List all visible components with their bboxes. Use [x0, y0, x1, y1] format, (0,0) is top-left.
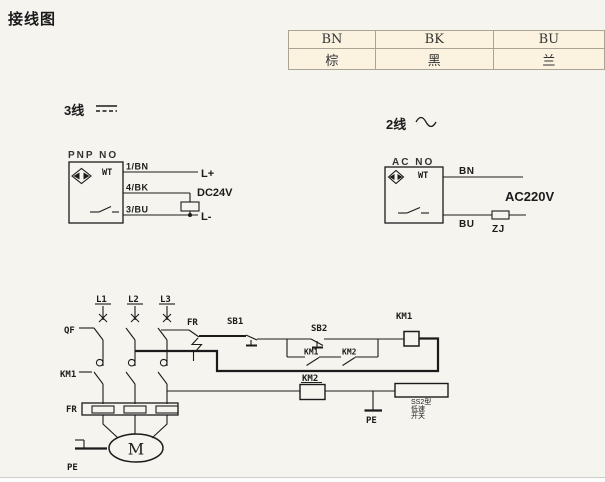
- bn-label: BN: [459, 166, 474, 177]
- km2-coil: [299, 383, 326, 401]
- km1-aux-label: KM1: [304, 348, 319, 357]
- dc24v-label: DC24V: [197, 187, 233, 199]
- pe-ground-left-icon: [75, 439, 107, 450]
- km2-aux-label: KM2: [342, 348, 357, 357]
- km1-aux-contact: [306, 357, 320, 366]
- speed-switch-label-2: 低速: [411, 404, 425, 413]
- l-plus-label: L+: [201, 168, 214, 180]
- fr-trip-contact-icon: [188, 329, 203, 361]
- three-wire-heading: 3线: [64, 103, 84, 118]
- brand-label-2wire: WT: [418, 171, 428, 181]
- motor-control-circuit: L1 L2 L3 QF KM1: [60, 295, 449, 473]
- pe-left-label: PE: [67, 463, 78, 473]
- sb2-start-button-icon: [310, 338, 324, 349]
- sb2-start-label: SB2: [311, 324, 327, 334]
- color-table-value-row: 棕 黑 兰: [288, 48, 605, 70]
- proximity-sensor-icon: [71, 167, 92, 185]
- output-contact-icon-3wire: [90, 206, 119, 213]
- sensor-body-3wire: [68, 161, 124, 224]
- two-wire-heading: 2线: [386, 117, 406, 132]
- color-name-blue: 兰: [492, 48, 605, 70]
- sb1-stop-label: SB1: [227, 317, 243, 327]
- ac220v-label: AC220V: [505, 189, 554, 204]
- sb1-stop-button-icon: [245, 334, 258, 347]
- page-title: 接线图: [8, 11, 57, 28]
- qf-breaker-label: QF: [64, 326, 75, 336]
- pin4-label: 4/BK: [126, 183, 149, 193]
- wire-color-table: BN BK BU 棕 黑 兰: [288, 30, 605, 70]
- km2-coil-label: KM2: [302, 374, 318, 384]
- output-contact-icon-2wire: [398, 206, 429, 214]
- page-bottom-edge: [0, 477, 605, 482]
- color-code-bn: BN: [288, 30, 376, 49]
- brand-label-3wire: WT: [102, 168, 112, 178]
- km1-coil: [403, 330, 420, 347]
- speed-switch-body: [394, 382, 449, 398]
- three-wire-diagram: 3线 PNP NO WT: [64, 103, 233, 224]
- phase-arrow-icons: [98, 306, 172, 323]
- motor-body: [108, 433, 164, 463]
- km1-coil-label: KM1: [396, 312, 412, 322]
- control-return-wire: [135, 337, 440, 373]
- km1-main-contacts: [93, 371, 168, 404]
- zj-label: ZJ: [492, 224, 505, 235]
- zj-relay-coil: [491, 210, 510, 220]
- color-code-bk: BK: [374, 30, 494, 49]
- color-name-brown: 棕: [288, 48, 376, 70]
- l-minus-label: L-: [201, 211, 212, 223]
- phase-l1-label: L1: [96, 295, 107, 305]
- pin3-label: 3/BU: [126, 205, 149, 215]
- pe-ground-right-icon: [364, 391, 382, 412]
- color-code-bu: BU: [492, 30, 605, 49]
- proximity-sensor-icon-2: [387, 169, 405, 185]
- phase-l3-label: L3: [160, 295, 171, 305]
- fr-contact-label: FR: [187, 318, 198, 328]
- two-wire-diagram: 2线 AC NO WT BN AC220V BU ZJ: [384, 116, 554, 235]
- pe-right-label: PE: [366, 416, 377, 426]
- load-resistor: [180, 201, 200, 212]
- ac-symbol-icon: [415, 116, 437, 128]
- motor-label: M: [128, 440, 144, 459]
- phase-l2-label: L2: [128, 295, 139, 305]
- ac-no-label: AC NO: [392, 157, 434, 168]
- fr-heater-label: FR: [66, 405, 77, 415]
- color-name-black: 黑: [374, 48, 494, 70]
- speed-switch-label-3: 开关: [411, 411, 425, 420]
- color-table-header-row: BN BK BU: [288, 30, 605, 49]
- dc-symbol-icon: [96, 105, 117, 112]
- bu-label: BU: [459, 219, 474, 230]
- pin1-label: 1/BN: [126, 162, 149, 172]
- km1-main-label: KM1: [60, 370, 76, 380]
- sensor-body-2wire: [384, 166, 444, 224]
- speed-switch-label-1: SS2型: [411, 397, 431, 406]
- km2-aux-contact: [342, 357, 356, 366]
- pnp-no-label: PNP NO: [68, 150, 118, 161]
- qf-breaker-poles: [93, 327, 168, 367]
